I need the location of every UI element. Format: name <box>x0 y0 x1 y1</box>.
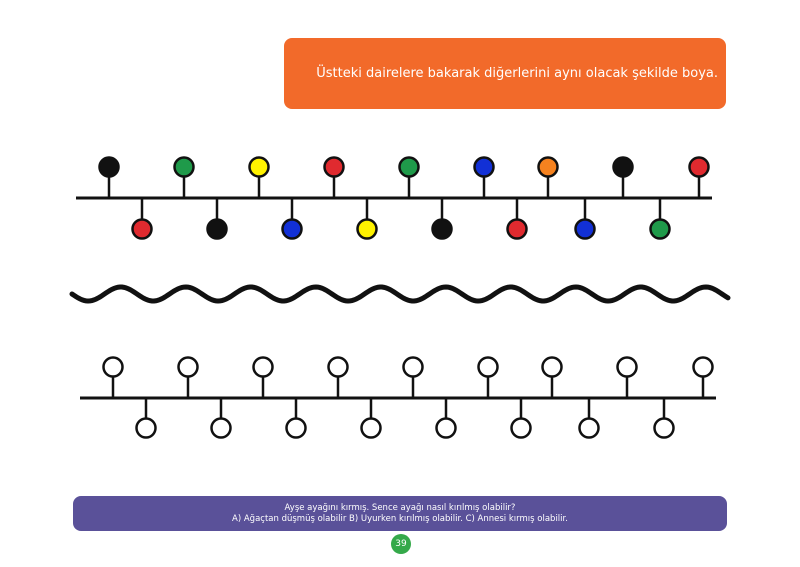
instruction-banner: Üstteki dairelere bakarak diğerlerini ay… <box>284 38 726 109</box>
instruction-text: Üstteki dairelere bakarak diğerlerini ay… <box>316 66 718 81</box>
example-circle-bottom-8 <box>649 218 671 240</box>
blank-circle-top-1 <box>102 356 124 378</box>
example-circle-bottom-5 <box>431 218 453 240</box>
blank-circle-bottom-1 <box>135 417 157 439</box>
blank-pattern-row <box>80 356 716 439</box>
blank-circle-top-9 <box>692 356 714 378</box>
blank-circle-top-3 <box>252 356 274 378</box>
answer-options: A) Ağaçtan düşmüş olabilir B) Uyurken kı… <box>232 513 568 524</box>
example-circle-top-5 <box>398 156 420 178</box>
example-circle-top-9 <box>688 156 710 178</box>
wavy-divider <box>69 284 731 304</box>
blank-circle-bottom-8 <box>653 417 675 439</box>
example-circle-bottom-4 <box>356 218 378 240</box>
page-number-badge: 39 <box>391 534 411 554</box>
example-circle-top-8 <box>612 156 634 178</box>
example-circle-bottom-2 <box>206 218 228 240</box>
example-circle-top-7 <box>537 156 559 178</box>
blank-circle-bottom-4 <box>360 417 382 439</box>
example-circle-bottom-7 <box>574 218 596 240</box>
example-circle-top-6 <box>473 156 495 178</box>
example-circle-bottom-6 <box>506 218 528 240</box>
blank-circle-top-6 <box>477 356 499 378</box>
blank-circle-bottom-7 <box>578 417 600 439</box>
example-circle-top-3 <box>248 156 270 178</box>
blank-circle-bottom-2 <box>210 417 232 439</box>
question-box: Ayşe ayağını kırmış. Sence ayağı nasıl k… <box>73 496 727 531</box>
blank-circle-top-5 <box>402 356 424 378</box>
page-number: 39 <box>395 539 407 549</box>
example-circle-bottom-3 <box>281 218 303 240</box>
blank-circle-top-4 <box>327 356 349 378</box>
question-text: Ayşe ayağını kırmış. Sence ayağı nasıl k… <box>284 502 516 513</box>
example-circle-top-4 <box>323 156 345 178</box>
blank-circle-bottom-3 <box>285 417 307 439</box>
blank-circle-top-7 <box>541 356 563 378</box>
blank-circle-top-8 <box>616 356 638 378</box>
blank-circle-bottom-5 <box>435 417 457 439</box>
example-pattern-row <box>76 156 712 240</box>
example-circle-top-1 <box>98 156 120 178</box>
blank-circle-bottom-6 <box>510 417 532 439</box>
blank-circle-top-2 <box>177 356 199 378</box>
example-circle-top-2 <box>173 156 195 178</box>
example-circle-bottom-1 <box>131 218 153 240</box>
